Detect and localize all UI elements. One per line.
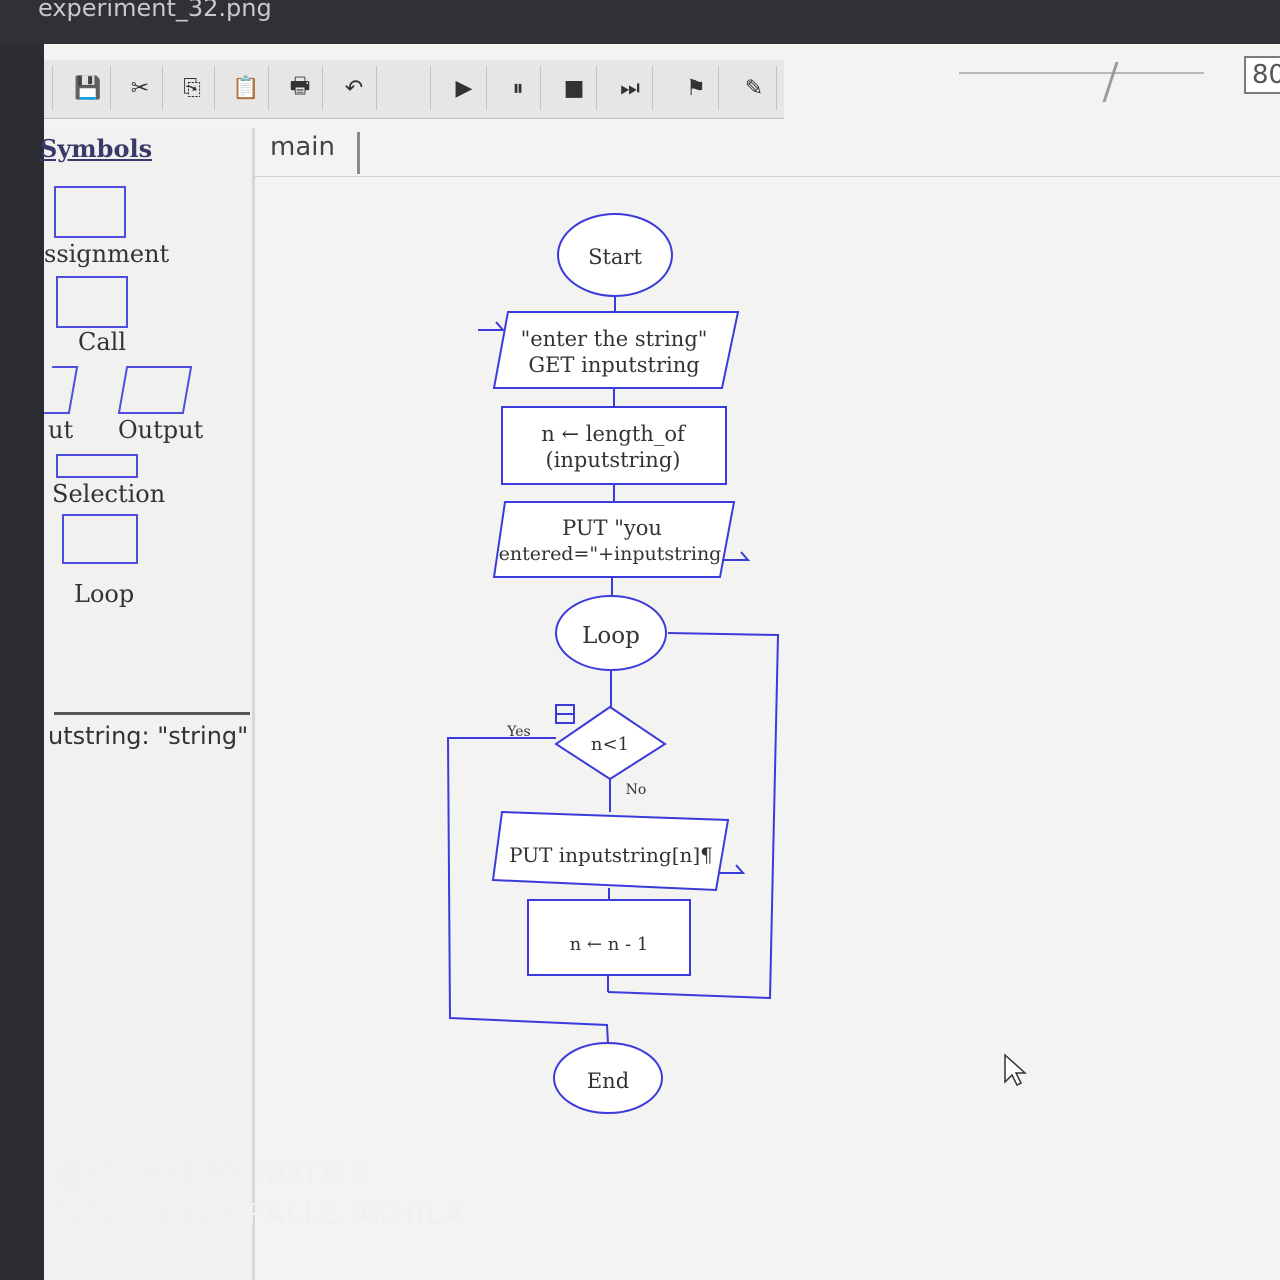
- output1-text-line1: PUT "you: [562, 516, 662, 540]
- assignment-label: ssignment: [44, 240, 170, 268]
- decrement-text: n ← n - 1: [570, 934, 649, 955]
- input-node[interactable]: [492, 311, 740, 389]
- output1-text-line2: entered="+inputstring: [499, 543, 722, 565]
- output-node-1[interactable]: [492, 501, 736, 578]
- input-label: ut: [48, 416, 74, 444]
- toolbar: : 💾 ✂ ⎘ 📋 🖶 ↶ ▶ ⏸ ■ ⏭ ⚑ ✎: [34, 60, 784, 119]
- zoom-value[interactable]: 80: [1244, 56, 1280, 94]
- assignment-symbol[interactable]: [54, 186, 126, 238]
- call-label: Call: [78, 328, 127, 356]
- flow-connectors: [446, 296, 780, 1044]
- blank-button[interactable]: [386, 66, 431, 110]
- run-icon[interactable]: ▶: [442, 66, 487, 110]
- loop-symbol[interactable]: [62, 514, 138, 564]
- end-text: End: [587, 1069, 629, 1093]
- paste-icon[interactable]: 📋: [224, 66, 269, 110]
- input-text-line1: "enter the string": [521, 327, 708, 351]
- zoom-slider-track: [959, 72, 1204, 74]
- cut-icon[interactable]: ✂: [118, 66, 163, 110]
- zoom-slider[interactable]: [959, 62, 1209, 102]
- yes-label: Yes: [506, 724, 531, 740]
- window-title-bar: experiment_32.png: [0, 0, 1280, 44]
- assignment-text-line1: n ← length_of: [541, 422, 687, 446]
- step-icon[interactable]: ⏭: [608, 66, 653, 110]
- watermark-device: REDMI NOTE 8: [143, 1156, 372, 1189]
- loop-label: Loop: [74, 580, 135, 608]
- save-icon[interactable]: 💾: [66, 66, 111, 110]
- mouse-cursor-icon: [1004, 1053, 1027, 1087]
- window-title: experiment_32.png: [38, 0, 272, 22]
- debug-icon[interactable]: ⚑: [674, 66, 719, 110]
- assignment-text-line2: (inputstring): [546, 448, 681, 472]
- output2-text: PUT inputstring[n]¶: [509, 843, 713, 867]
- symbols-title: Symbols: [40, 134, 153, 163]
- camera-logo-icon: [55, 1161, 117, 1225]
- selection-symbol[interactable]: [56, 454, 138, 478]
- copy-icon[interactable]: ⎘: [170, 66, 215, 110]
- pause-icon[interactable]: ⏸: [496, 66, 541, 110]
- condition-text: n<1: [591, 734, 629, 755]
- start-text: Start: [588, 245, 642, 269]
- assignment-node[interactable]: [501, 406, 727, 485]
- call-symbol[interactable]: [56, 276, 128, 328]
- menu-icon[interactable]: :: [24, 66, 53, 110]
- stop-icon[interactable]: ■: [552, 66, 597, 110]
- panel-divider: [54, 712, 250, 715]
- no-label: No: [626, 782, 647, 798]
- watermark-owner: YELAMPALLE AKHILA: [143, 1197, 466, 1230]
- output-label: Output: [118, 416, 204, 444]
- output-node-2[interactable]: [491, 810, 730, 892]
- loop-text: Loop: [582, 623, 640, 649]
- symbols-panel: Symbols ssignment Call ut Output Selecti…: [40, 128, 255, 1280]
- selection-label: Selection: [52, 480, 166, 508]
- decrement-node[interactable]: [527, 899, 691, 976]
- print-icon[interactable]: 🖶: [278, 66, 323, 110]
- variable-watch-item[interactable]: utstring: "string": [48, 722, 249, 750]
- tab-bar: main: [254, 128, 1280, 177]
- tab-main[interactable]: main: [270, 132, 360, 174]
- undo-icon[interactable]: ↶: [332, 66, 377, 110]
- pen-icon[interactable]: ✎: [732, 66, 777, 110]
- input-text-line2: GET inputstring: [528, 353, 699, 377]
